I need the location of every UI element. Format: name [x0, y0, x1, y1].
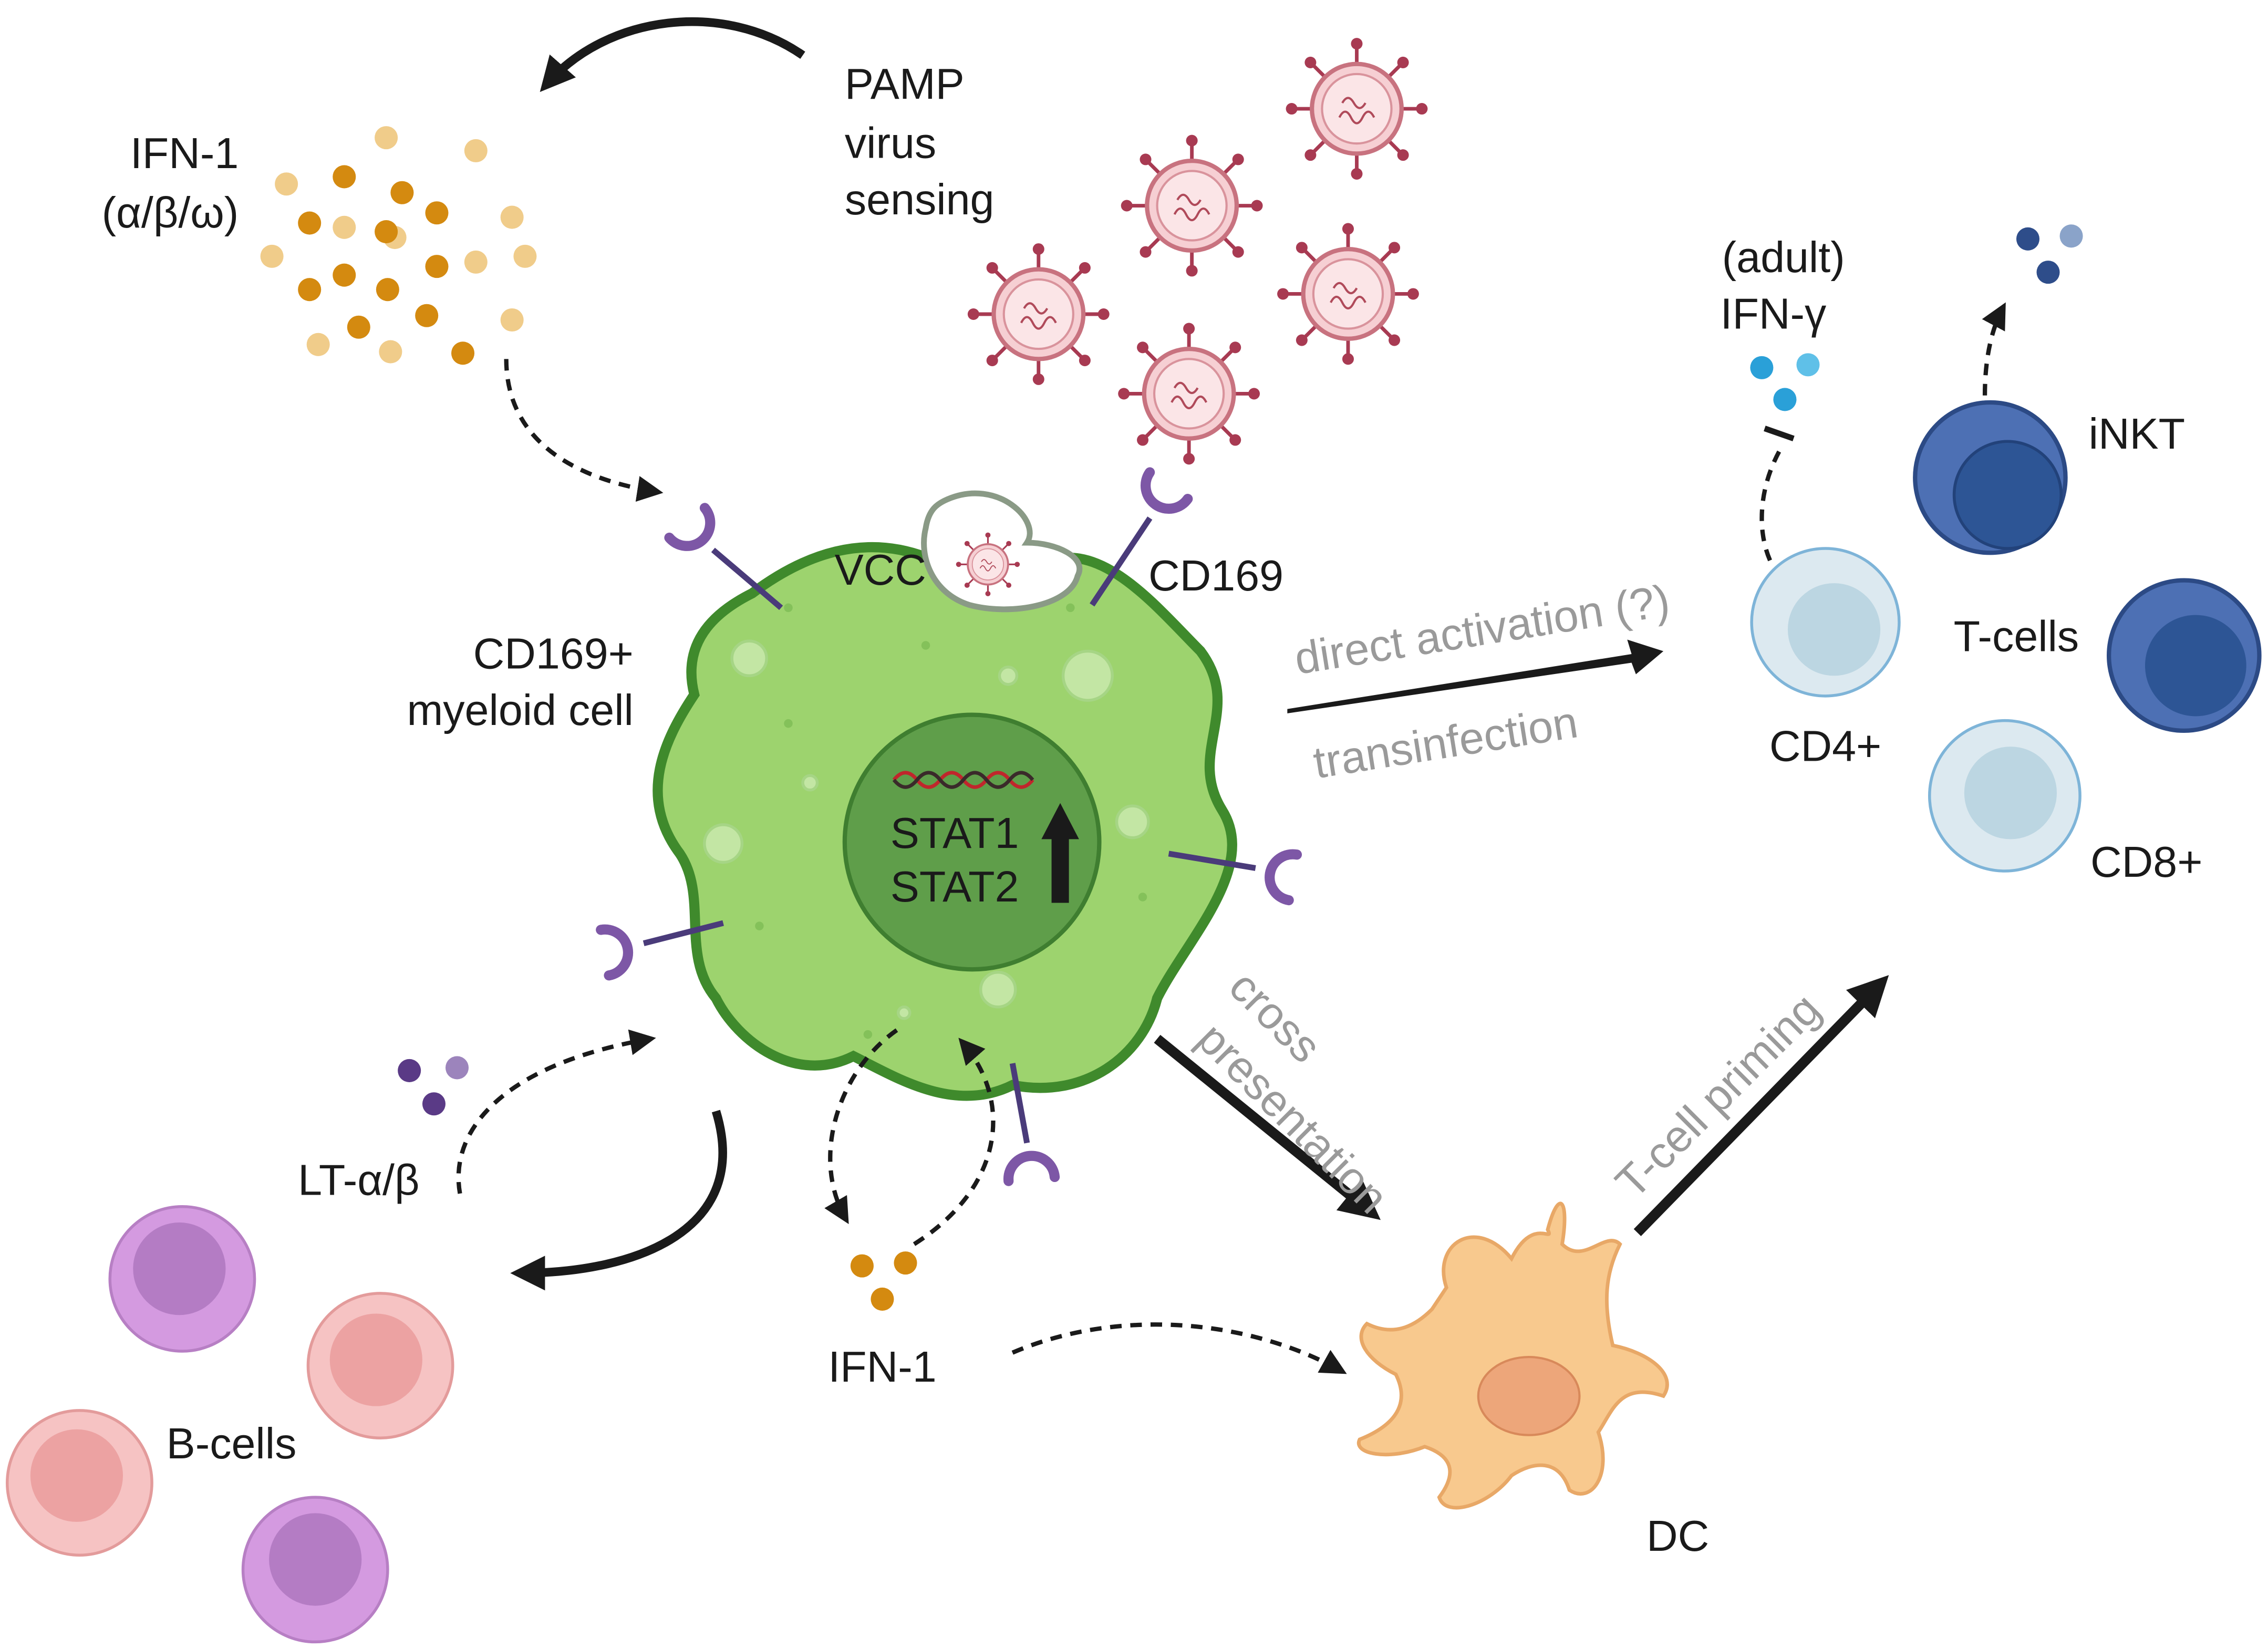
cross-presentation-arrow [1154, 1034, 1381, 1220]
dendritic-cell [1356, 1201, 1669, 1510]
ifng-label: IFN-γ [1721, 289, 1827, 338]
cd4-inhibit-path [1759, 450, 1827, 593]
vcc-label: VCC [835, 545, 926, 594]
bcell-pink-1 [306, 1292, 454, 1439]
cd8-cell [1928, 719, 2081, 873]
tcell-priming-label: T-cell priming [1606, 984, 1830, 1208]
cd4-cell [1750, 547, 1901, 698]
cd8-label: CD8+ [2090, 837, 2202, 886]
cd169-myeloid-cell [653, 534, 1237, 1101]
myeloid-label-1: CD169+ [473, 629, 634, 678]
inhibition-bar [1764, 426, 1795, 441]
ifn-to-receptor-arrow [504, 359, 664, 502]
cd169-label: CD169 [1148, 551, 1283, 600]
pamp-to-ifn-arrow [540, 17, 805, 92]
stat2-label: STAT2 [890, 862, 1019, 911]
virus-icon [968, 38, 1428, 464]
bcell-purple-2 [241, 1496, 389, 1644]
cell-to-ifn-arrow [824, 1028, 898, 1225]
cell-to-bcells-arrow [510, 1110, 727, 1291]
ifn1-top-cluster [260, 126, 537, 365]
bcells-label: B-cells [167, 1419, 297, 1468]
direct-activation-label: direct activation (?) [1291, 576, 1673, 685]
tcell-priming-arrow [1633, 975, 1889, 1237]
lt-molecules [398, 1056, 469, 1116]
ifn-to-cell-arrow [913, 1038, 996, 1246]
ifn1-top-label-1: IFN-1 [130, 129, 239, 178]
nucleus [842, 712, 1102, 972]
ifn1-top-label-2: (α/β/ω) [102, 188, 239, 237]
ifn1-bottom-label: IFN-1 [828, 1342, 936, 1391]
bcell-purple-1 [108, 1205, 256, 1353]
adult-label: (adult) [1722, 233, 1845, 282]
pamp-label-2: virus [845, 119, 936, 168]
ifn1-bottom-molecules [850, 1251, 917, 1311]
tcells-label: T-cells [1954, 611, 2079, 660]
vcc-vesicle [921, 490, 1083, 613]
direct-activation-arrow [1287, 639, 1664, 713]
lt-label: LT-α/β [298, 1156, 419, 1205]
inkt-label: iNKT [2089, 409, 2186, 458]
lt-to-cell-arrow [456, 1029, 656, 1194]
myeloid-label-2: myeloid cell [407, 686, 633, 734]
tcell-dark [2107, 578, 2262, 733]
cd4-label: CD4+ [1769, 722, 1881, 771]
dna-icon [892, 771, 1034, 789]
pamp-label-3: sensing [845, 175, 995, 224]
transinfection-label: transinfection [1310, 697, 1581, 788]
bcell-pink-2 [6, 1409, 153, 1557]
stat1-label: STAT1 [890, 809, 1019, 857]
ifng-molecules [1750, 353, 1820, 411]
dc-label: DC [1646, 1511, 1709, 1560]
arrow-up-icon [1041, 803, 1079, 903]
ifn-to-dc-arrow [1011, 1322, 1347, 1374]
inkt-cell [1913, 400, 2068, 555]
nkt-molecules [2016, 224, 2083, 284]
pamp-label-1: PAMP [845, 59, 965, 108]
receptor-icon [601, 472, 1297, 1181]
